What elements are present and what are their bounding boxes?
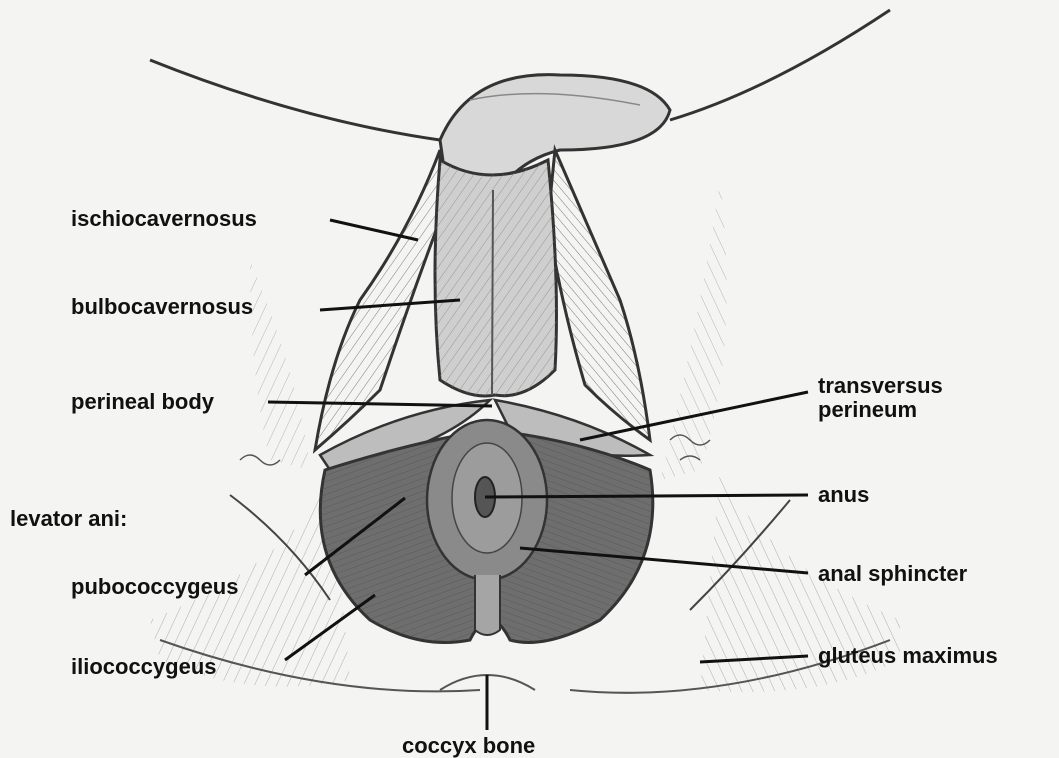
leader-anus — [485, 495, 808, 497]
label-transversus-line1: transversus — [818, 374, 943, 398]
label-anal-sphincter: anal sphincter — [818, 562, 967, 586]
label-coccyx-bone: coccyx bone — [402, 734, 535, 758]
label-transversus-perineum: transversus perineum — [818, 374, 943, 422]
label-anus: anus — [818, 483, 869, 507]
label-iliococcygeus: iliococcygeus — [71, 655, 217, 679]
label-ischiocavernosus: ischiocavernosus — [71, 207, 257, 231]
label-transversus-line2: perineum — [818, 398, 943, 422]
label-bulbocavernosus: bulbocavernosus — [71, 295, 253, 319]
leader-perineal-body — [268, 402, 492, 406]
label-perineal-body: perineal body — [71, 390, 214, 414]
label-levator-ani: levator ani: — [10, 507, 127, 531]
skin-outline — [150, 10, 890, 193]
label-gluteus-maximus: gluteus maximus — [818, 644, 998, 668]
ischiocavernosus-right — [548, 150, 650, 440]
label-pubococcygeus: pubococcygeus — [71, 575, 238, 599]
